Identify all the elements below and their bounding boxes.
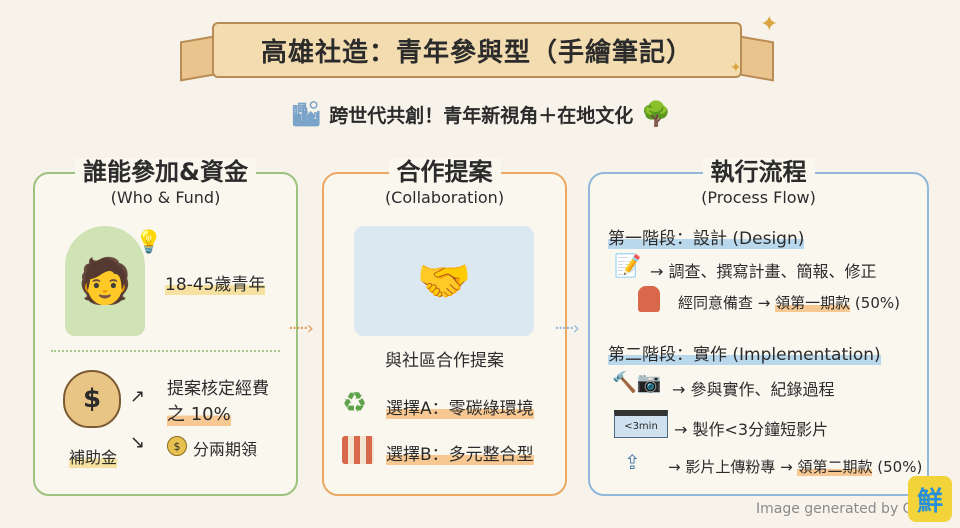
- panel-subtitle: (Collaboration): [384, 188, 505, 207]
- city-buildings-icon: 🏙: [290, 100, 322, 128]
- stage2-step3-text: → 影片上傳粉專 →: [668, 458, 793, 476]
- document-pencil-icon: 📝: [614, 254, 642, 279]
- stage1-step2-text: 經同意備查 →: [678, 294, 771, 312]
- second-payment-percent: (50%): [877, 458, 923, 476]
- option-a: 選擇A：零碳綠環境: [386, 394, 534, 419]
- fund-label: 補助金: [69, 444, 118, 468]
- hammer-camera-icon: 🔨📷: [612, 370, 662, 394]
- stage2-step1: → 參與實作、紀錄過程: [672, 380, 835, 399]
- fund-installments: 分兩期領: [193, 440, 258, 459]
- coin-icon: $: [167, 436, 187, 456]
- option-b: 選擇B：多元整合型: [386, 440, 534, 465]
- lightbulb-icon: 💡: [135, 230, 163, 255]
- panel-subtitle: (Who & Fund): [110, 188, 221, 207]
- panel-title: 誰能參加&資金: [75, 158, 256, 186]
- arrow-down-icon: ↘: [130, 432, 146, 453]
- sparkle-icon: ✦: [760, 12, 779, 37]
- first-payment: 領第一期款: [775, 294, 851, 312]
- logo: 鮮: [908, 476, 952, 522]
- sparkle-icon: ✦: [730, 60, 742, 76]
- upload-icon: ⇪: [624, 450, 641, 474]
- panel-subtitle: (Process Flow): [701, 188, 816, 207]
- second-payment: 領第二期款: [797, 458, 873, 476]
- panel-collaboration: 合作提案 (Collaboration) 🤝 與社區合作提案 ♻ 選擇A：零碳綠…: [322, 158, 567, 496]
- fund-amount-line1: 提案核定經費: [167, 379, 269, 399]
- recycle-icon: ♻: [342, 386, 368, 419]
- first-payment-percent: (50%): [854, 294, 900, 312]
- handshake-illustration-icon: 🤝: [354, 226, 534, 336]
- video-clapper-icon: <3min: [614, 410, 668, 438]
- flow-arrow-2: ·····›: [554, 318, 580, 339]
- market-stall-icon: [342, 436, 374, 464]
- arrow-up-icon: ↗: [130, 386, 146, 407]
- stage2-heading: 第二階段：實作 (Implementation): [608, 340, 881, 365]
- panel-process-flow: 執行流程 (Process Flow) 第一階段：設計 (Design) 📝 →…: [588, 158, 929, 496]
- panel-who-fund: 誰能參加&資金 (Who & Fund) 🧑 💡 18-45歲青年 $ 補助金 …: [33, 158, 298, 496]
- stage1-step1: → 調查、撰寫計畫、簡報、修正: [650, 262, 877, 281]
- watermark: Image generated by G: [756, 501, 914, 517]
- subtitle-row: 🏙 跨世代共創！青年新視角＋在地文化 🌳: [236, 96, 726, 132]
- trees-icon: 🌳: [641, 100, 672, 128]
- age-requirement: 18-45歲青年: [165, 270, 266, 295]
- flow-arrow-1: ·····›: [288, 318, 314, 339]
- panel-title: 執行流程: [702, 158, 815, 186]
- divider: [51, 350, 280, 352]
- fund-amount-line2: 之 10%: [167, 400, 231, 426]
- subtitle: 跨世代共創！青年新視角＋在地文化: [329, 104, 634, 127]
- stage2-step2: → 製作<3分鐘短影片: [674, 420, 829, 439]
- youth-character-icon: 🧑: [65, 226, 145, 336]
- panel-title: 合作提案: [388, 158, 501, 186]
- stamp-icon: [638, 286, 660, 312]
- stage1-heading: 第一階段：設計 (Design): [608, 224, 805, 249]
- stage1-step2: 經同意備查 → 領第一期款 (50%): [678, 292, 900, 313]
- collab-caption: 與社區合作提案: [385, 351, 504, 371]
- money-bag-icon: $: [63, 370, 121, 428]
- page-title: 高雄社造：青年參與型（手繪筆記）: [212, 22, 742, 78]
- stage2-step3: → 影片上傳粉專 → 領第二期款 (50%): [668, 456, 922, 477]
